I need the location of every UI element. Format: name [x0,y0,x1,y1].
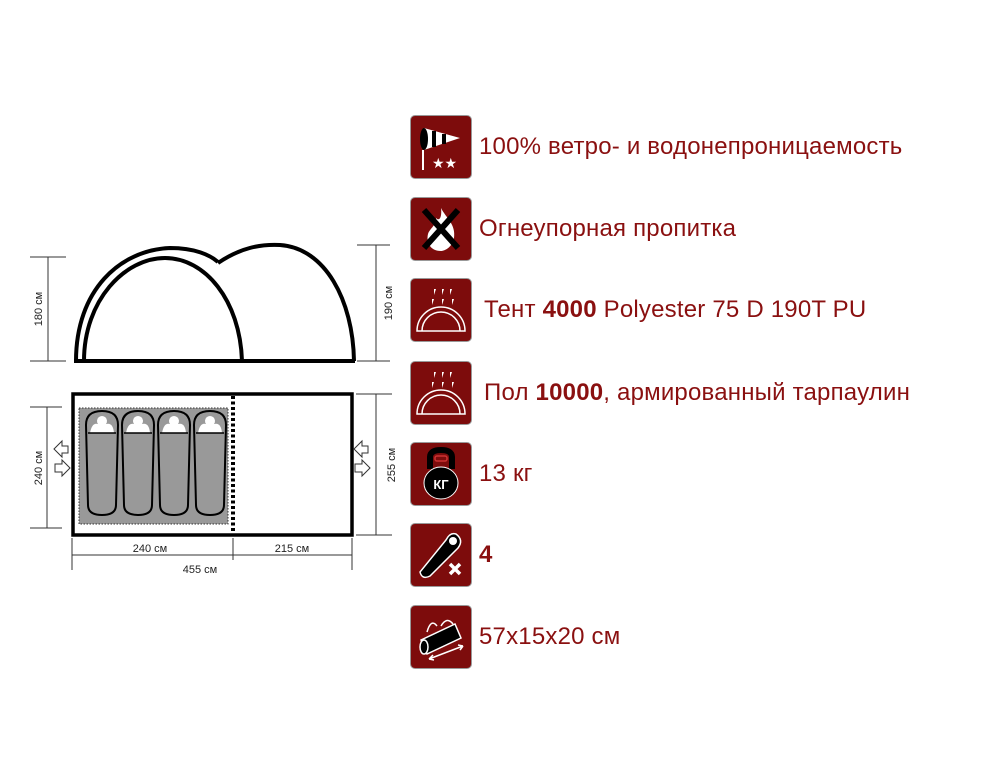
sleeping-bag [156,409,192,517]
entrance-arrow-left [53,439,71,478]
feature-pack-size: 57x15x20 см [410,604,620,670]
feature-windproof: ★★ 100% ветро- и водонепроницаемость [410,114,903,180]
feature-fireproof: Огнеупорная пропитка [410,196,736,262]
length-vestibule-label: 215 см [275,543,309,555]
tent-rain-icon [410,278,472,342]
floor-rain-icon [410,361,472,425]
feature-value: 4 [479,541,493,568]
sleeping-bag [120,409,156,517]
sleeping-bag [192,409,228,517]
feature-value: 4000 [542,296,597,323]
sleeping-bag-icon [410,523,472,587]
feature-text: 13 кг [479,460,533,487]
width-dimension-left [30,406,62,529]
height-left-label: 180 см [33,292,45,326]
height-right-label: 190 см [383,286,395,320]
feature-weight: КГ 13 кг [410,441,533,507]
sleeping-bag [84,409,120,517]
feature-tent-fabric: Тент 4000 Polyester 75 D 190T PU [410,277,866,343]
bag-size-icon [410,605,472,669]
height-dimension-right [357,244,390,362]
floor-plan [53,392,371,537]
length-total-label: 455 см [183,564,217,576]
length-dimension [71,538,353,570]
feature-capacity: 4 [410,522,493,588]
width-left-label: 240 см [33,451,45,485]
svg-text:★★: ★★ [432,155,457,171]
sleeper-head [126,416,150,433]
windsock-icon: ★★ [410,115,472,179]
side-view [74,242,356,363]
sleeper-head [198,416,222,433]
feature-text: Пол [484,379,536,406]
kettlebell-icon: КГ [410,442,472,506]
length-inner-label: 240 см [133,543,167,555]
height-dimension-left [30,256,66,362]
feature-text: 57x15x20 см [479,623,621,650]
feature-text: , армированный тарпаулин [603,379,911,406]
sleeper-head [162,416,186,433]
feature-value: 10000 [535,379,604,406]
feature-text: 100% ветро- и водонепроницаемость [479,133,903,160]
feature-text: Тент [484,296,543,323]
tent-diagram: 180 см 190 см 240 см 255 см 240 см 215 с… [30,242,398,576]
feature-text: Огнеупорная пропитка [479,215,737,242]
sleeper-head [90,416,114,433]
width-right-label: 255 см [386,448,398,482]
entrance-arrow-right [353,439,371,478]
no-fire-icon [410,197,472,261]
feature-text: Polyester 75 D 190T PU [596,296,867,323]
width-dimension-right [356,393,392,536]
kettlebell-label: КГ [433,477,449,492]
feature-floor-fabric: Пол 10000, армированный тарпаулин [410,360,910,426]
